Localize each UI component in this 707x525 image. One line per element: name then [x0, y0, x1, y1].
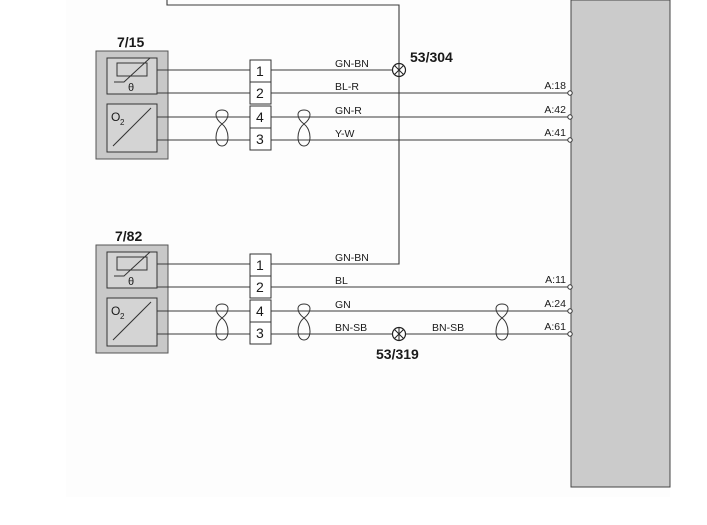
- wire-color-label: Y-W: [335, 128, 355, 140]
- wire-color-label: GN: [335, 299, 351, 311]
- splice-53-304: 53/304: [391, 49, 453, 78]
- connector-pin: 3: [256, 325, 264, 341]
- theta-symbol: θ: [128, 82, 134, 94]
- sensor-id-label: 7/82: [115, 228, 142, 244]
- twisted-pair-icon: [297, 109, 311, 147]
- splice-icon: [391, 326, 407, 342]
- ecu-terminal-label: A:42: [544, 104, 566, 116]
- splice-53-319: 53/319: [376, 326, 419, 362]
- splice-icon: [391, 62, 407, 78]
- o2-label: O: [111, 304, 120, 318]
- ecu-terminal-label: A:24: [544, 298, 566, 310]
- wire-color-label: GN-BN: [335, 252, 369, 264]
- connector-pin: 1: [256, 63, 264, 79]
- ecu-pin-dot: [567, 331, 573, 337]
- ecu-terminal-label: A:61: [544, 321, 566, 333]
- ecu-terminal-label: A:11: [545, 274, 566, 286]
- o2-label: O: [111, 110, 120, 124]
- o2-subscript: 2: [120, 312, 125, 321]
- connector-pin: 4: [256, 109, 264, 125]
- wire-color-label: GN-R: [335, 105, 362, 117]
- twisted-pair-icon: [215, 109, 229, 147]
- twisted-pair-icon: [297, 303, 311, 341]
- twisted-pair-icon: [495, 303, 509, 341]
- connector-pin: 2: [256, 85, 264, 101]
- connector-pin: 3: [256, 131, 264, 147]
- wire-color-label: GN-BN: [335, 58, 369, 70]
- ntc-thermistor-icon: θ: [106, 57, 158, 95]
- feed-wire-link: [271, 68, 400, 265]
- ntc-thermistor-icon: θ: [106, 251, 158, 289]
- connector-pin: 2: [256, 279, 264, 295]
- ecu-terminal-label: A:18: [544, 80, 566, 92]
- wire-color-label: BN-SB: [432, 322, 464, 334]
- ecu-pin-dot: [567, 284, 573, 290]
- wire-color-label: BL: [335, 275, 348, 287]
- o2-sensor-icon: O 2: [106, 103, 158, 153]
- ecu-pin-dot: [567, 308, 573, 314]
- splice-id-label: 53/319: [376, 346, 419, 362]
- wire-color-label: BN-SB: [335, 322, 367, 334]
- feed-wire-top: [166, 0, 400, 68]
- connector-pin: 1: [256, 257, 264, 273]
- sensor-7-15: 7/15 θ O 2 1: [95, 34, 573, 160]
- ecu-pin-dot: [567, 114, 573, 120]
- wire-color-label: BL-R: [335, 81, 359, 93]
- sensor-id-label: 7/15: [117, 34, 144, 50]
- ecu-pin-dot: [567, 137, 573, 143]
- connector-pin: 4: [256, 303, 264, 319]
- ecu-terminal-label: A:41: [544, 127, 566, 139]
- sensor-7-82: 7/82 θ O 2 1 2 4 3: [95, 228, 573, 354]
- ecu-pin-dot: [567, 90, 573, 96]
- connector-7-15: 1 2 4 3: [249, 59, 272, 151]
- twisted-pair-icon: [215, 303, 229, 341]
- o2-sensor-icon: O 2: [106, 297, 158, 347]
- theta-symbol: θ: [128, 276, 134, 288]
- o2-subscript: 2: [120, 118, 125, 127]
- splice-id-label: 53/304: [410, 49, 453, 65]
- connector-7-82: 1 2 4 3: [249, 253, 272, 345]
- control-module-block: [570, 0, 671, 488]
